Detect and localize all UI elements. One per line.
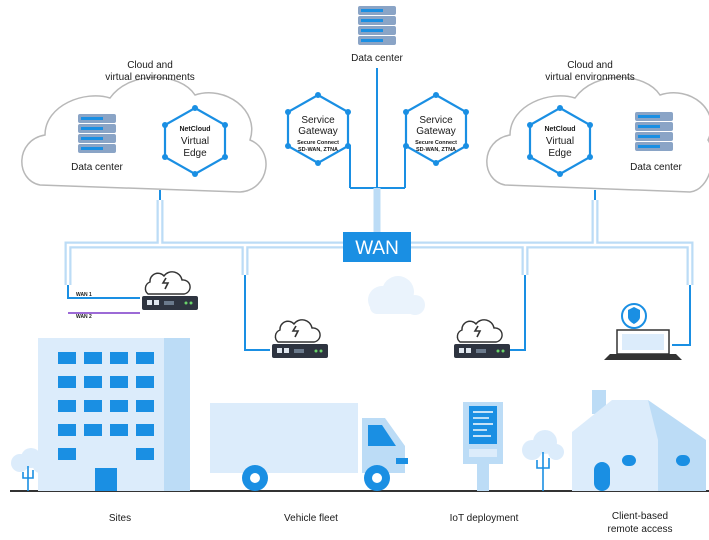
device-links <box>67 190 691 351</box>
right-hex-line-1: NetCloud <box>544 126 575 133</box>
left-hex-line-2: Virtual <box>181 136 209 147</box>
left-hex-line-3: Edge <box>183 148 207 159</box>
house-icon <box>572 390 706 491</box>
left-cloud-environment: Cloud and virtual environments Data cent… <box>21 60 267 193</box>
tree-icon <box>11 448 47 491</box>
cloud-icon <box>368 276 425 315</box>
gateway-left-line-2: Gateway <box>298 126 337 137</box>
top-datacenter-label: Data center <box>351 53 403 64</box>
right-hex-line-2: Virtual <box>546 136 574 147</box>
router-icon <box>453 318 511 359</box>
gateway-right-line-2: Gateway <box>416 126 455 137</box>
gateway-right-line-4: SD-WAN, ZTNA <box>416 147 456 153</box>
label-client-based: Client-based <box>612 511 668 522</box>
right-cloud-environment: Cloud and virtual environments NetCloud … <box>486 60 709 193</box>
service-gateway-right: Service Gateway Secure Connect SD-WAN, Z… <box>403 92 469 166</box>
cloud-icon <box>21 76 267 193</box>
wan1-label: WAN 1 <box>76 292 92 298</box>
router-icon <box>141 270 199 311</box>
right-cloud-title-2: virtual environments <box>545 72 634 83</box>
gateway-right-line-1: Service <box>419 115 453 126</box>
left-datacenter-label: Data center <box>71 162 123 173</box>
router-icon <box>271 318 329 359</box>
gateway-left-line-3: Secure Connect <box>297 140 339 146</box>
building-icon <box>38 338 190 491</box>
gateway-left-line-4: SD-WAN, ZTNA <box>298 147 338 153</box>
label-sites: Sites <box>109 513 131 524</box>
label-vehicle-fleet: Vehicle fleet <box>284 513 338 524</box>
tree-icon <box>522 430 564 491</box>
gateway-left-line-1: Service <box>301 115 335 126</box>
kiosk-icon <box>463 402 503 491</box>
right-cloud-title-1: Cloud and <box>567 60 613 71</box>
gateway-right-line-3: Secure Connect <box>415 140 457 146</box>
service-gateway-left: Service Gateway Secure Connect SD-WAN, Z… <box>285 92 351 166</box>
top-datacenter: Data center <box>351 6 404 64</box>
cloud-icon <box>486 76 709 193</box>
wan-label: WAN <box>355 238 399 259</box>
label-iot-deployment: IoT deployment <box>450 513 519 524</box>
right-hex-line-3: Edge <box>548 148 572 159</box>
label-remote-access: remote access <box>607 524 672 535</box>
left-cloud-title-1: Cloud and <box>127 60 173 71</box>
truck-icon <box>210 403 408 491</box>
left-hex-line-1: NetCloud <box>179 126 210 133</box>
wan-box: WAN <box>343 232 411 262</box>
right-datacenter-label: Data center <box>630 162 682 173</box>
laptop-shield-icon <box>604 303 682 360</box>
server-stack-icon <box>358 6 396 45</box>
wan2-label: WAN 2 <box>76 314 92 320</box>
left-cloud-title-2: virtual environments <box>105 72 194 83</box>
